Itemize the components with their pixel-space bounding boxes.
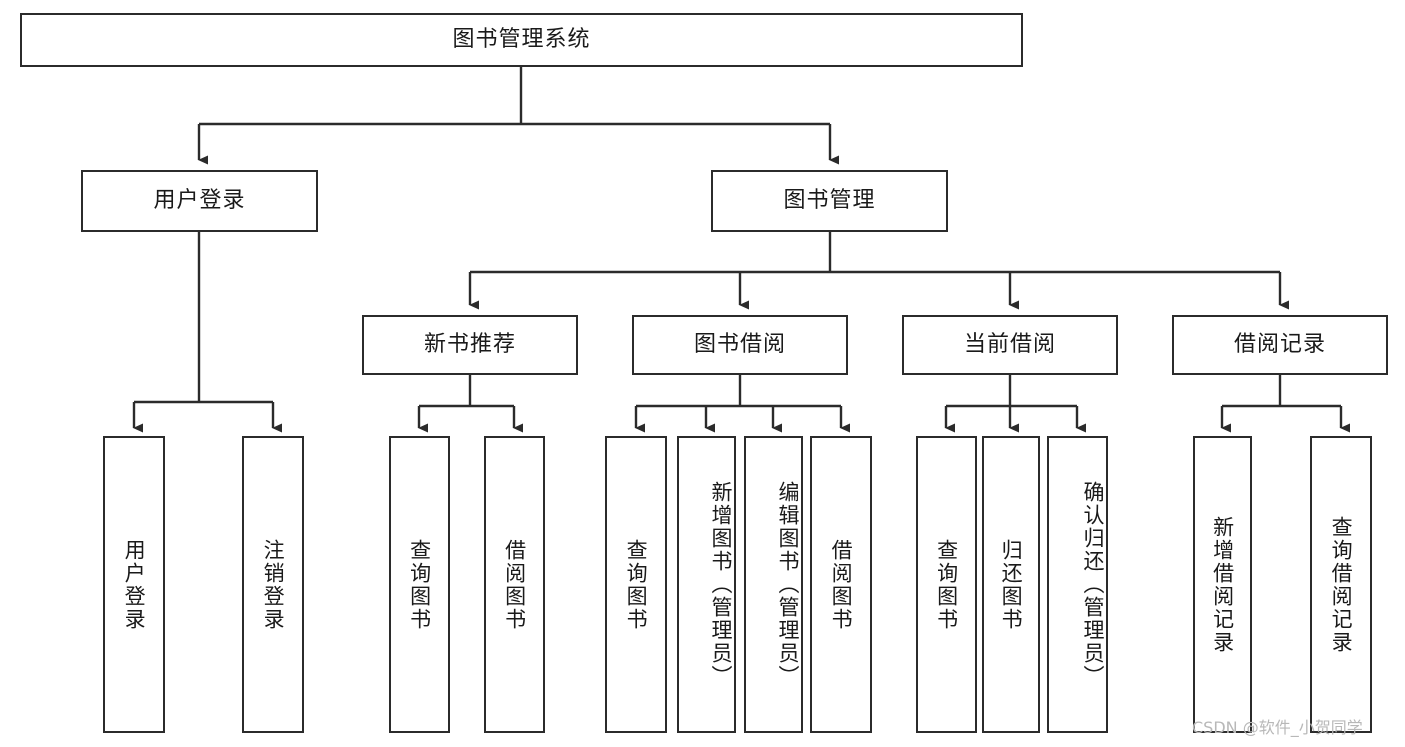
node-label: 注销登录: [261, 538, 286, 631]
node-label: 借阅记录: [1233, 331, 1326, 357]
node-book-management[interactable]: 图书管理: [711, 170, 948, 232]
leaf-edit-book-admin[interactable]: 编辑图书（管理员）: [744, 436, 803, 733]
leaf-query-book-borrow[interactable]: 查询图书: [605, 436, 667, 733]
node-label: 借阅图书: [829, 538, 854, 631]
node-new-book-recommend[interactable]: 新书推荐: [362, 315, 578, 375]
node-label: 查询图书: [934, 538, 959, 631]
node-current-borrow[interactable]: 当前借阅: [902, 315, 1118, 375]
leaf-add-borrow-record[interactable]: 新增借阅记录: [1193, 436, 1252, 733]
node-label: 确认归还（管理员）: [1081, 481, 1105, 688]
node-label: 图书管理: [783, 187, 876, 213]
leaf-user-login[interactable]: 用户登录: [103, 436, 165, 733]
node-label: 查询图书: [624, 538, 649, 631]
node-root-book-management-system[interactable]: 图书管理系统: [20, 13, 1023, 67]
node-label: 当前借阅: [963, 331, 1056, 357]
node-label: 新增图书（管理员）: [709, 481, 733, 688]
node-book-borrow[interactable]: 图书借阅: [632, 315, 848, 375]
node-label: 用户登录: [153, 187, 246, 213]
leaf-add-book-admin[interactable]: 新增图书（管理员）: [677, 436, 736, 733]
leaf-logout[interactable]: 注销登录: [242, 436, 304, 733]
leaf-query-book-current[interactable]: 查询图书: [916, 436, 977, 733]
node-borrow-record[interactable]: 借阅记录: [1172, 315, 1388, 375]
leaf-return-book[interactable]: 归还图书: [982, 436, 1040, 733]
node-label: 图书管理系统: [452, 26, 591, 52]
watermark-text: CSDN @软件_小贺同学: [1192, 718, 1363, 737]
node-user-login[interactable]: 用户登录: [81, 170, 318, 232]
leaf-query-book-recommend[interactable]: 查询图书: [389, 436, 450, 733]
node-label: 查询图书: [407, 538, 432, 631]
node-label: 用户登录: [122, 538, 147, 631]
node-label: 图书借阅: [693, 331, 786, 357]
node-label: 编辑图书（管理员）: [776, 481, 800, 688]
leaf-confirm-return-admin[interactable]: 确认归还（管理员）: [1047, 436, 1108, 733]
node-label: 查询借阅记录: [1329, 515, 1354, 654]
leaf-borrow-book[interactable]: 借阅图书: [810, 436, 872, 733]
leaf-query-borrow-record[interactable]: 查询借阅记录: [1310, 436, 1372, 733]
node-label: 归还图书: [999, 538, 1024, 631]
leaf-borrow-book-recommend[interactable]: 借阅图书: [484, 436, 545, 733]
node-label: 新书推荐: [423, 331, 516, 357]
node-label: 新增借阅记录: [1210, 515, 1235, 654]
node-label: 借阅图书: [502, 538, 527, 631]
